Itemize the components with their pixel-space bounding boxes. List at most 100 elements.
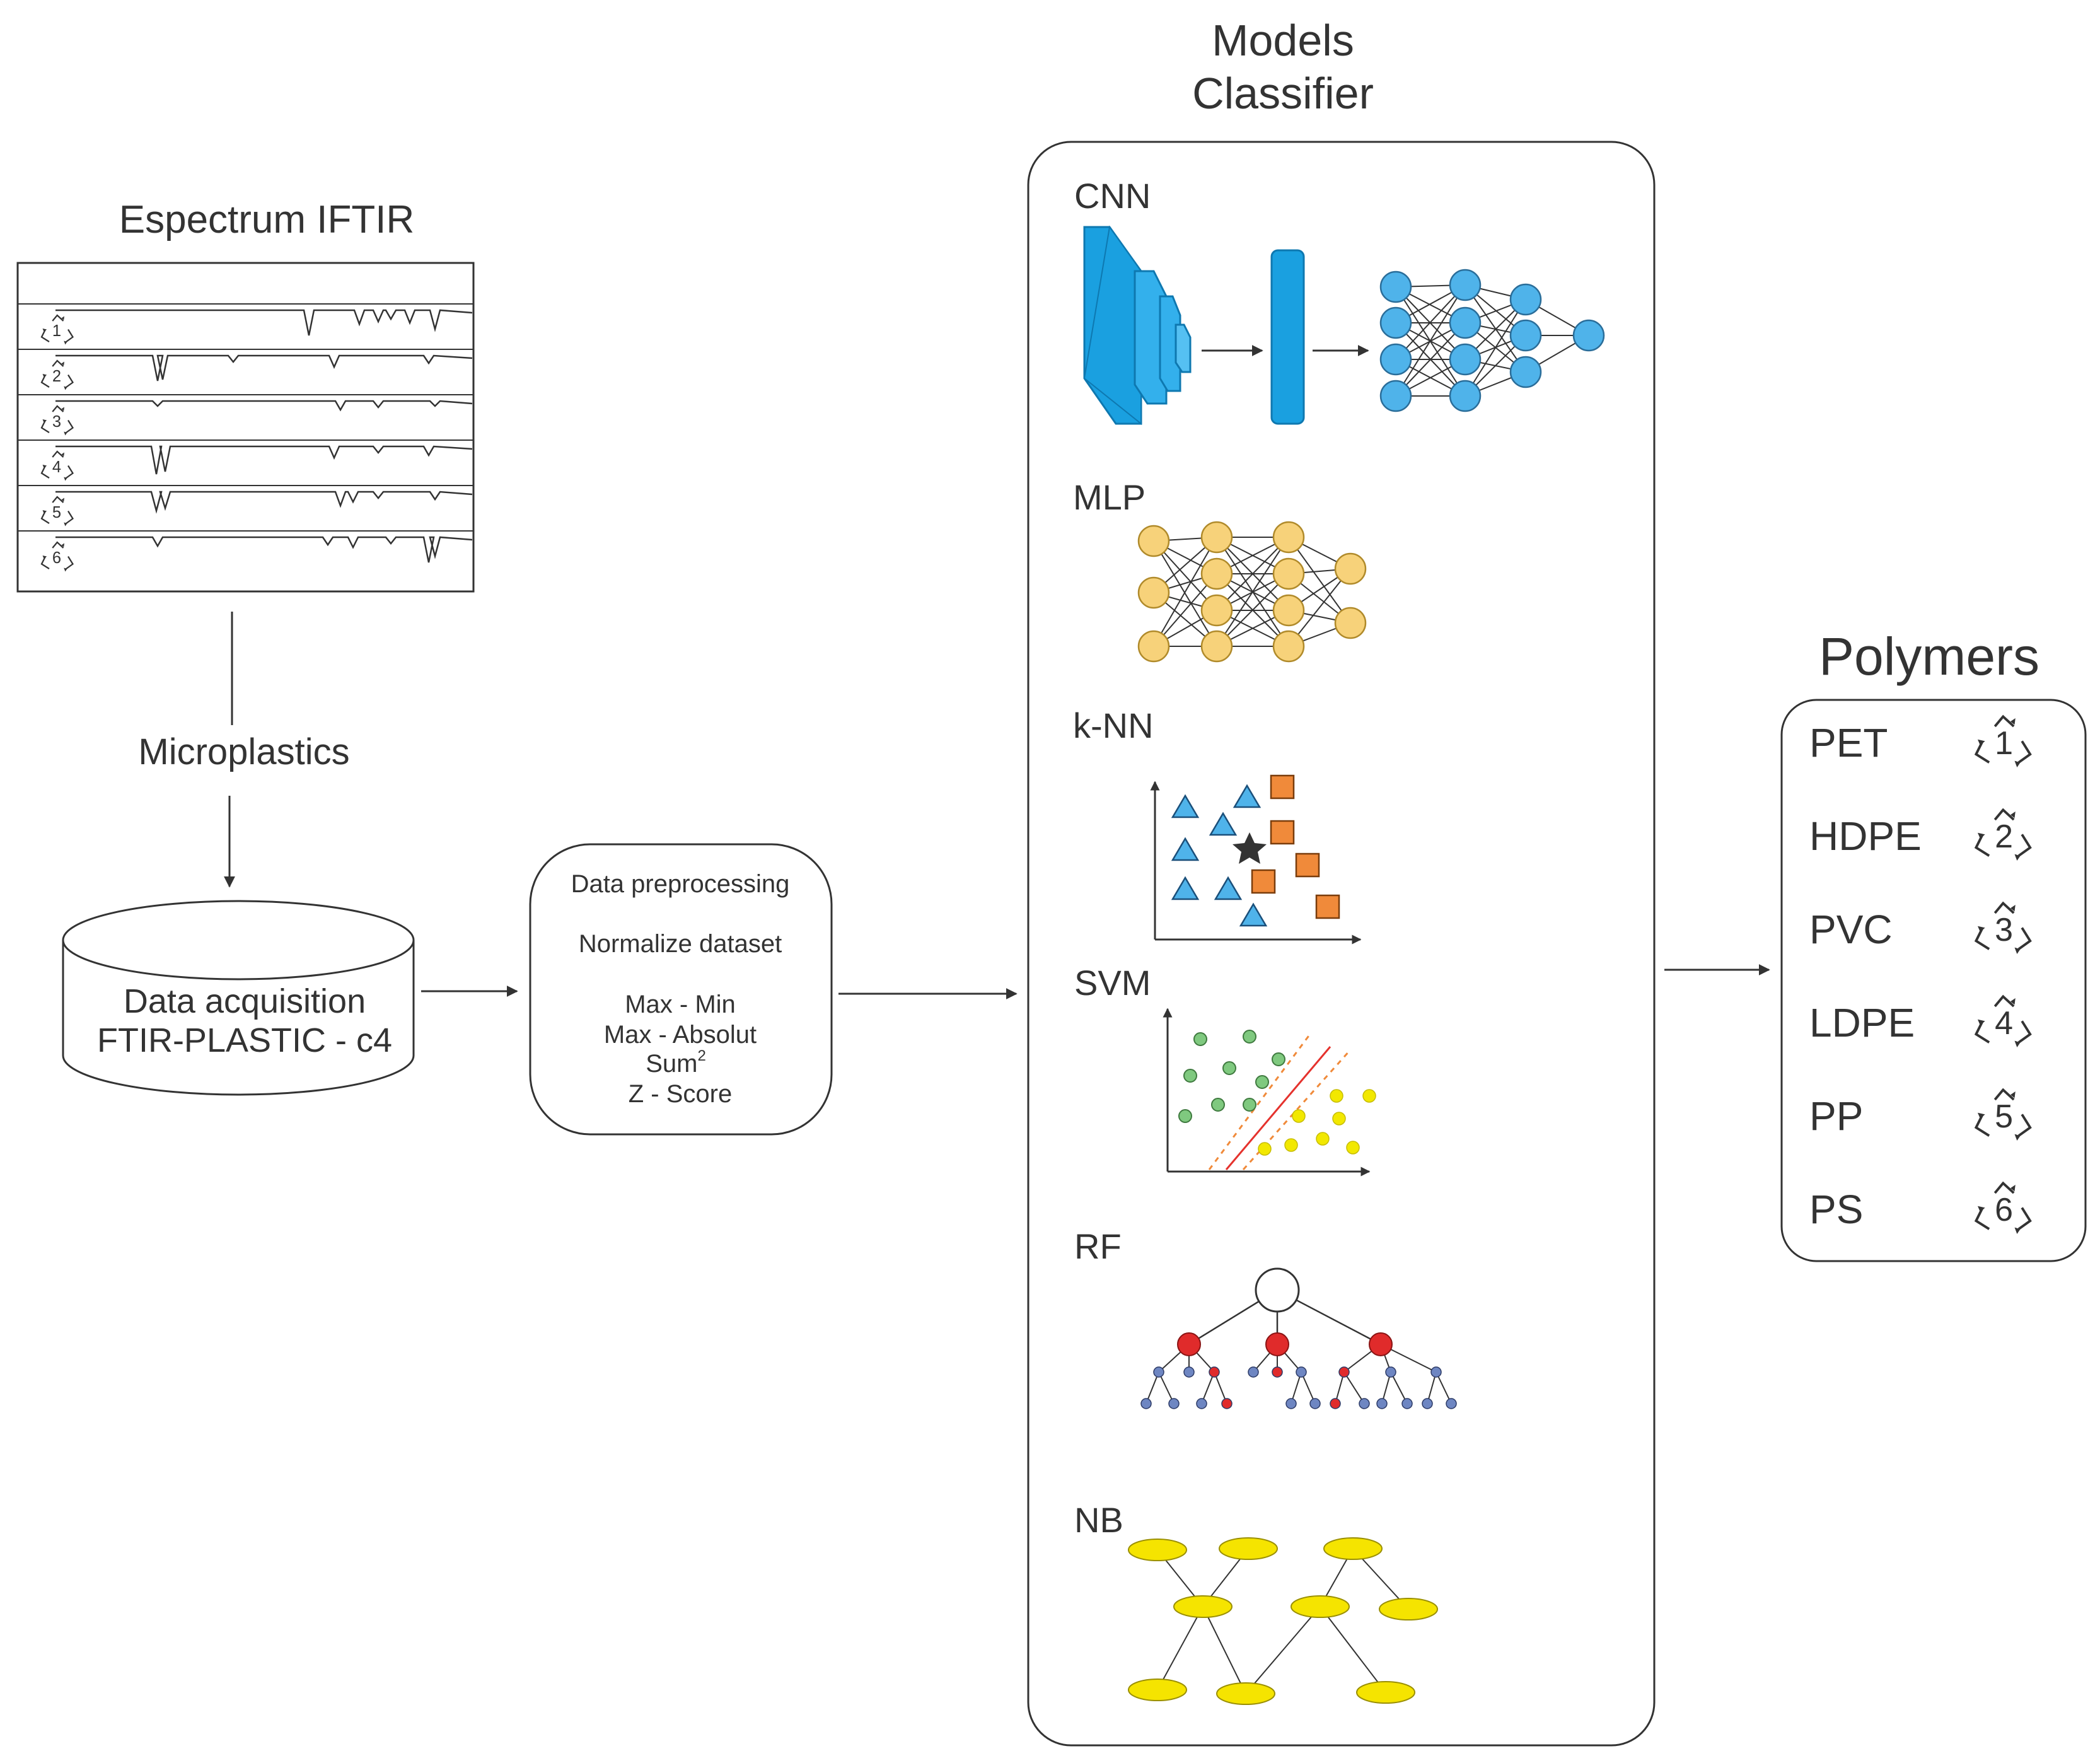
recycle-code-icon: 1 <box>1975 715 2032 769</box>
mlp-neuron <box>1272 557 1305 590</box>
svm-label: SVM <box>1074 963 1151 1003</box>
nb-node <box>1323 1537 1383 1560</box>
cnn-neural-network <box>1379 269 1605 412</box>
svm-points <box>1178 1030 1376 1156</box>
svm-point-green <box>1243 1098 1256 1112</box>
cnn-neuron <box>1449 306 1482 339</box>
rf-leaf-node <box>1401 1398 1413 1409</box>
spectrum-curve <box>55 400 473 412</box>
rf-node <box>1209 1366 1220 1378</box>
mlp-label: MLP <box>1073 477 1146 517</box>
svm-point-green <box>1183 1069 1197 1083</box>
svm-point-green <box>1255 1075 1269 1089</box>
polymer-name: PVC <box>1809 907 1893 952</box>
nb-edge <box>1202 1606 1246 1694</box>
svm-margin-lower <box>1242 1049 1352 1171</box>
rf-leaf-node <box>1359 1398 1370 1409</box>
rf-node <box>1296 1366 1307 1378</box>
knn-triangle <box>1209 812 1238 836</box>
polymer-row: PVC 3 <box>1809 902 2032 955</box>
rf-node <box>1153 1366 1164 1378</box>
method-sum: Sum2 <box>646 1047 706 1078</box>
knn-triangle <box>1171 837 1200 861</box>
nb-node <box>1219 1537 1278 1560</box>
spectrum-curve <box>55 309 473 336</box>
svm-point-green <box>1272 1052 1285 1066</box>
rf-leaf-node <box>1309 1398 1321 1409</box>
polymer-row: HDPE 2 <box>1809 808 2032 862</box>
rf-leaf-node <box>1196 1398 1207 1409</box>
rf-leaf-node <box>1330 1398 1341 1409</box>
cnn-diagram <box>1083 225 1605 426</box>
rf-edge <box>1214 1371 1227 1404</box>
knn-label: k-NN <box>1073 706 1154 745</box>
polymers-panel <box>1780 699 2087 1262</box>
recycle-code-number: 5 <box>52 504 61 521</box>
mlp-neuron <box>1137 525 1170 557</box>
knn-triangle <box>1233 784 1262 808</box>
nb-label: NB <box>1074 1500 1123 1540</box>
nb-node <box>1216 1682 1275 1705</box>
knn-triangle <box>1214 876 1243 900</box>
rf-node <box>1385 1366 1396 1378</box>
recycle-code-number: 6 <box>52 549 61 567</box>
polymer-name: PS <box>1809 1187 1863 1232</box>
polymers-title: Polymers <box>1819 627 2039 686</box>
rf-node <box>1272 1366 1283 1378</box>
nb-node <box>1356 1681 1415 1704</box>
rf-split-node <box>1369 1332 1393 1356</box>
svm-point-yellow <box>1330 1089 1343 1103</box>
recycle-code-number: 3 <box>52 413 61 431</box>
method-sum-text: Sum <box>646 1050 697 1078</box>
nb-bayesian-network <box>1128 1537 1438 1705</box>
svm-point-green <box>1211 1098 1225 1112</box>
svm-point-yellow <box>1316 1132 1330 1146</box>
spectrum-curve <box>55 445 473 475</box>
mlp-connection <box>1153 540 1217 647</box>
knn-square <box>1315 894 1340 919</box>
acquisition-line2: FTIR-PLASTIC - c4 <box>97 1021 392 1059</box>
cnn-neuron <box>1379 271 1412 303</box>
mlp-neuron <box>1272 594 1305 627</box>
recycle-code-icon: 3 <box>1975 902 2032 955</box>
knn-points <box>1171 774 1340 927</box>
svm-hyperplane <box>1225 1046 1331 1170</box>
svm-point-yellow <box>1284 1138 1298 1152</box>
rf-node <box>1430 1366 1442 1378</box>
cnn-connection <box>1395 322 1466 397</box>
svm-point-green <box>1193 1032 1207 1046</box>
svm-plot <box>1163 1008 1376 1177</box>
rf-edge <box>1158 1371 1175 1404</box>
knn-query-star <box>1233 832 1267 864</box>
preprocessing-box: Data preprocessing Normalize dataset Max… <box>529 843 833 1136</box>
knn-square <box>1270 820 1295 845</box>
microplastics-label: Microplastics <box>138 731 349 772</box>
models-title-line1: Models <box>1212 16 1354 65</box>
rf-edge <box>1390 1371 1408 1404</box>
rf-leaf-node <box>1446 1398 1457 1409</box>
cnn-neuron <box>1379 306 1412 339</box>
svm-point-yellow <box>1258 1142 1272 1156</box>
mlp-neuron <box>1137 630 1170 663</box>
polymer-name: HDPE <box>1809 813 1922 859</box>
cnn-connection <box>1395 284 1466 397</box>
rf-node <box>1338 1366 1350 1378</box>
cnn-neuron <box>1379 380 1412 412</box>
recycle-code-number: 2 <box>1995 818 2013 855</box>
mlp-neuron <box>1334 552 1367 585</box>
recycle-code-number: 6 <box>1995 1192 2013 1228</box>
cnn-neuron <box>1509 356 1542 388</box>
knn-plot <box>1150 774 1362 945</box>
cnn-neuron <box>1509 319 1542 352</box>
polymer-name: PET <box>1809 720 1888 765</box>
method-sum-superscript: 2 <box>697 1047 705 1064</box>
nb-node <box>1128 1679 1187 1701</box>
spectrum-title: Espectrum IFTIR <box>119 198 415 241</box>
method-z-score: Z - Score <box>629 1080 732 1108</box>
mlp-connection <box>1153 537 1217 647</box>
spectrum-curve <box>55 536 473 563</box>
